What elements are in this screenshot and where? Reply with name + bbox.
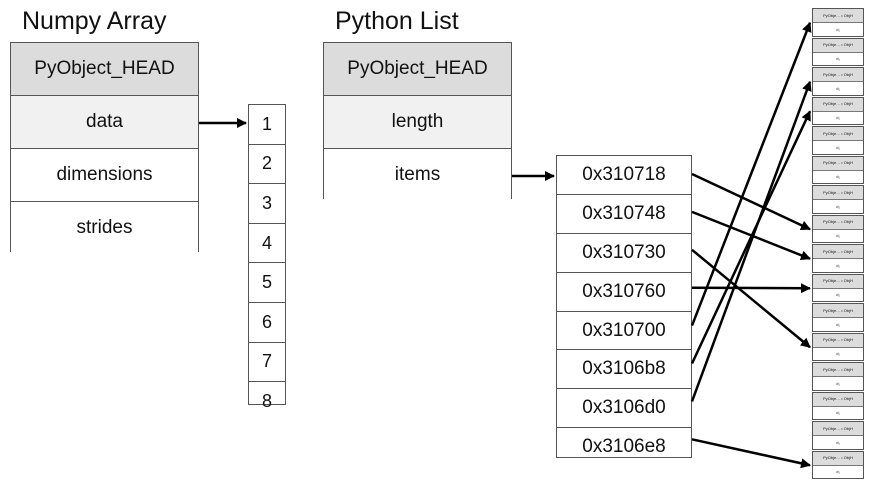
buffer-value: 4 <box>249 224 285 264</box>
heap-object: PyObje… • ObjH d₁ <box>812 126 864 155</box>
heap-object: PyObje… • ObjH d₁ <box>812 155 864 184</box>
heap-object: PyObje… • ObjH d₁ <box>812 332 864 361</box>
list-field-items: items <box>324 149 511 201</box>
pointer-address: 0x310760 <box>557 273 691 312</box>
heap-object: PyObje… • ObjH d₁ <box>812 8 864 37</box>
heap-object-head: PyObje… • ObjH <box>813 9 863 24</box>
heap-object-value: d₁ <box>836 26 840 32</box>
item-pointer-arrow <box>690 21 812 327</box>
heap-object: PyObje… • ObjH d₁ <box>812 273 864 302</box>
buffer-value: 2 <box>249 145 285 185</box>
heap-object-value: d₁ <box>836 262 840 268</box>
heap-object-value: d₁ <box>836 56 840 62</box>
heap-object-head: PyObje… • ObjH <box>813 127 863 142</box>
item-pointer-arrow <box>691 248 811 349</box>
pointer-address: 0x310730 <box>557 234 691 273</box>
heap-object-value: d₁ <box>836 439 840 445</box>
heap-object-value: d₁ <box>836 292 840 298</box>
heap-object-head: PyObje… • ObjH <box>813 451 863 466</box>
item-pointer-arrow <box>691 438 811 469</box>
heap-object-value: d₁ <box>836 410 840 416</box>
numpy-array-title: Numpy Array <box>22 7 167 35</box>
heap-object-value: d₁ <box>836 351 840 357</box>
heap-object-value: d₁ <box>836 469 840 475</box>
heap-object-head: PyObje… • ObjH <box>813 363 863 378</box>
heap-object-value: d₁ <box>836 203 840 209</box>
heap-object-head: PyObje… • ObjH <box>813 333 863 348</box>
heap-object-head: PyObje… • ObjH <box>813 245 863 260</box>
item-pointer-array: 0x310718 0x310748 0x310730 0x310760 0x31… <box>556 155 692 458</box>
numpy-field-data: data <box>11 96 198 149</box>
heap-object: PyObje… • ObjH d₁ <box>812 303 864 332</box>
heap-object: PyObje… • ObjH d₁ <box>812 421 864 450</box>
heap-object-head: PyObje… • ObjH <box>813 186 863 201</box>
heap-object: PyObje… • ObjH d₁ <box>812 244 864 273</box>
buffer-value: 5 <box>249 263 285 303</box>
buffer-value: 7 <box>249 343 285 383</box>
heap-object-head: PyObje… • ObjH <box>813 38 863 53</box>
heap-object: PyObje… • ObjH d₁ <box>812 67 864 96</box>
item-pointer-arrow <box>691 283 811 294</box>
item-object-arrows <box>690 21 812 469</box>
heap-object: PyObje… • ObjH d₁ <box>812 96 864 125</box>
buffer-value: 1 <box>249 105 285 145</box>
heap-object: PyObje… • ObjH d₁ <box>812 214 864 243</box>
pointer-address: 0x310718 <box>557 156 691 195</box>
heap-object-head: PyObje… • ObjH <box>813 422 863 437</box>
heap-object-value: d₁ <box>836 85 840 91</box>
python-list-title: Python List <box>335 7 459 35</box>
heap-object-value: d₁ <box>836 233 840 239</box>
heap-object-value: d₁ <box>836 321 840 327</box>
pointer-address: 0x310700 <box>557 312 691 351</box>
pointer-address: 0x310748 <box>557 195 691 234</box>
python-list-struct: PyObject_HEAD length items <box>323 42 512 201</box>
heap-object-head: PyObje… • ObjH <box>813 274 863 289</box>
list-field-length: length <box>324 96 511 149</box>
heap-object-head: PyObje… • ObjH <box>813 156 863 171</box>
numpy-field-dimensions: dimensions <box>11 149 198 202</box>
buffer-value: 3 <box>249 184 285 224</box>
heap-object: PyObje… • ObjH d₁ <box>812 185 864 214</box>
pointer-address: 0x3106d0 <box>557 389 691 429</box>
buffer-value: 6 <box>249 303 285 343</box>
pointer-address: 0x3106b8 <box>557 350 691 390</box>
numpy-data-buffer: 1 2 3 4 5 6 7 8 <box>248 104 286 411</box>
numpy-field-strides: strides <box>11 202 198 254</box>
heap-object-head: PyObje… • ObjH <box>813 392 863 407</box>
heap-object-head: PyObje… • ObjH <box>813 215 863 230</box>
heap-object-head: PyObje… • ObjH <box>813 304 863 319</box>
heap-object-head: PyObje… • ObjH <box>813 97 863 112</box>
heap-object: PyObje… • ObjH d₁ <box>812 362 864 391</box>
heap-object: PyObje… • ObjH d₁ <box>812 37 864 66</box>
heap-object-head: PyObje… • ObjH <box>813 68 863 83</box>
numpy-array-struct: PyObject_HEAD data dimensions strides <box>10 42 199 254</box>
heap-object-value: d₁ <box>836 115 840 121</box>
item-pointer-arrow <box>690 80 812 402</box>
list-field-pyobject-head: PyObject_HEAD <box>324 43 511 96</box>
heap-object-value: d₁ <box>836 144 840 150</box>
item-pointer-arrow <box>690 110 812 365</box>
heap-object-value: d₁ <box>836 174 840 180</box>
heap-object: PyObje… • ObjH d₁ <box>812 450 864 479</box>
numpy-field-pyobject-head: PyObject_HEAD <box>11 43 198 96</box>
buffer-value: 8 <box>261 390 272 411</box>
heap-object: PyObje… • ObjH d₁ <box>812 391 864 420</box>
pointer-address: 0x3106e8 <box>582 436 666 458</box>
heap-object-value: d₁ <box>836 380 840 386</box>
item-pointer-arrow <box>691 172 811 231</box>
